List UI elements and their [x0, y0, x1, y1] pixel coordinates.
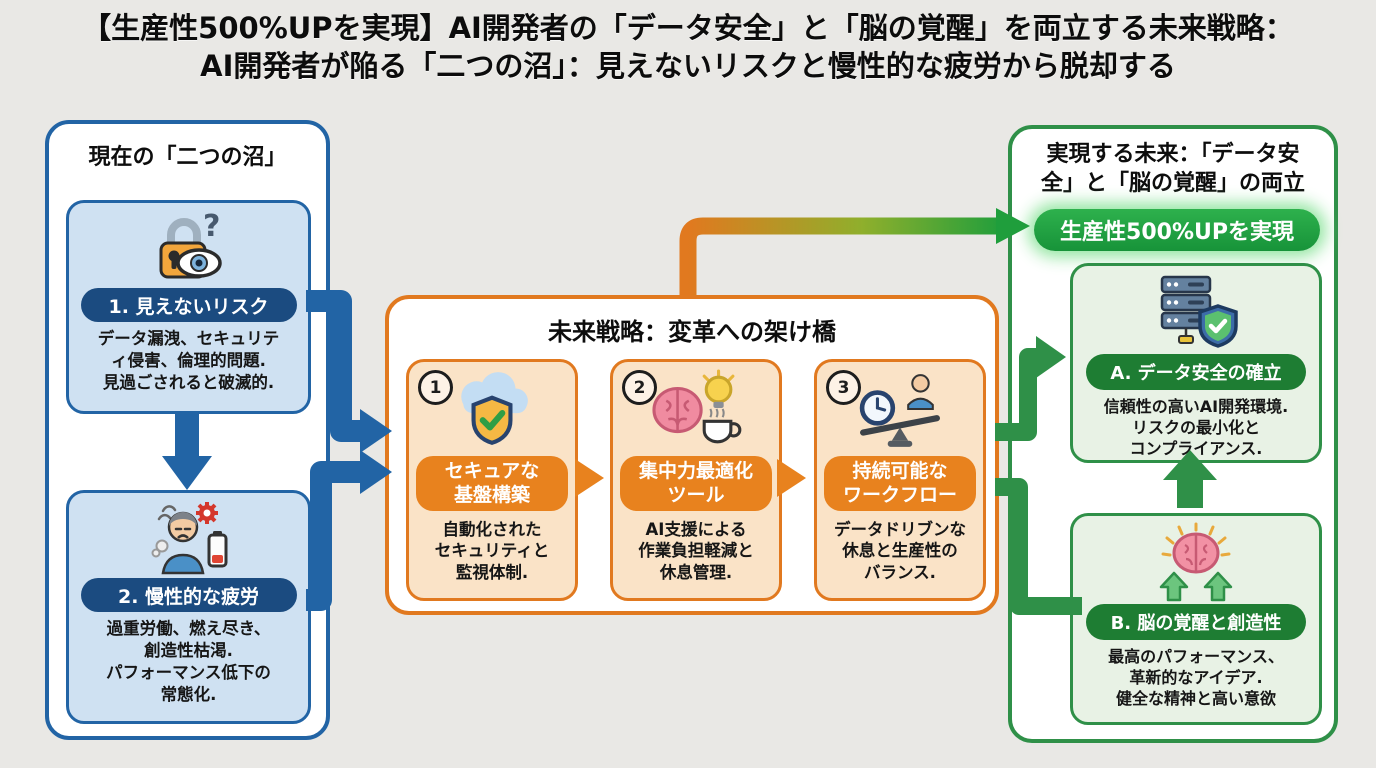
step3-description: データドリブンな 休息と生産性の バランス.: [817, 519, 983, 583]
step2-label-line: ツール: [667, 483, 725, 506]
risk-desc-line: ィ侵害、倫理的問題.: [111, 350, 266, 370]
data-safety-label-pill: A. データ安全の確立: [1086, 354, 1306, 390]
invisible-risk-card: ? 1. 見えないリスク データ漏洩、セキュリテ ィ侵害、倫理的問題. 見過ごさ…: [66, 200, 311, 414]
step3-label-line: ワークフロー: [842, 483, 957, 506]
chronic-fatigue-icon-slot: [69, 493, 308, 578]
realized-future-heading-line: 実現する未来：「データ安: [1046, 142, 1300, 167]
step1-desc-line: 監視体制.: [455, 562, 529, 582]
step-sustainable-workflow: 3 持続可能な ワークフロー データドリブン: [814, 359, 986, 601]
step3-desc-line: データドリブンな: [834, 520, 966, 539]
step2-desc-line: 休息管理.: [659, 562, 733, 582]
data-safety-description: 信頼性の高いAI開発環境. リスクの最小化と コンプライアンス.: [1073, 396, 1319, 459]
brain-awakening-card: B. 脳の覚醒と創造性 最高のパフォーマンス、 革新的なアイデア. 健全な精神と…: [1070, 513, 1322, 725]
data-safety-desc-line: リスクの最小化と: [1131, 418, 1260, 438]
question-glyph: ?: [203, 209, 220, 244]
realized-future-panel: 実現する未来：「データ安 全」と「脳の覚醒」の両立 生産性500%UPを実現: [1008, 125, 1338, 743]
risk-label-pill: 1. 見えないリスク: [80, 288, 297, 322]
data-safety-desc-line: コンプライアンス.: [1129, 439, 1263, 459]
cloud-shield-check-icon: [461, 372, 528, 445]
step1-label-line: セキュアな: [444, 460, 540, 483]
brain-awakening-icon-slot: [1073, 516, 1319, 604]
fatigue-desc-line: 過重労働、燃え尽き、: [106, 619, 271, 638]
productivity-500-pill: 生産性500%UPを実現: [1034, 209, 1320, 251]
invisible-risk-icon-slot: ?: [69, 203, 308, 288]
future-strategy-heading: 未来戦略：変革への架け橋: [548, 318, 836, 346]
step2-desc-line: AI支援による: [645, 520, 747, 539]
data-safety-icon-slot: [1073, 266, 1319, 354]
step2-icon-slot: [613, 362, 779, 454]
risk-description: データ漏洩、セキュリテ ィ侵害、倫理的問題. 見過ごされると破滅的.: [69, 328, 308, 394]
step-number-badge: 2: [622, 370, 657, 405]
step1-label-line: 基盤構築: [453, 483, 530, 506]
step3-desc-line: バランス.: [864, 562, 936, 582]
data-safety-card: A. データ安全の確立 信頼性の高いAI開発環境. リスクの最小化と コンプライ…: [1070, 263, 1322, 463]
current-swamps-panel: 現在の「二つの沼」 ? 1. 見えないリスク データ漏洩、セキュリテ ィ侵害、倫…: [45, 120, 330, 740]
step-focus-tools: 2 集中力最適化 ツール: [610, 359, 782, 601]
burnout-person-icon: [151, 502, 227, 575]
step-number-badge: 3: [826, 370, 861, 405]
risk-desc-line: 見過ごされると破滅的.: [102, 372, 275, 392]
step3-desc-line: 休息と生産性の: [842, 541, 958, 561]
brain-awakening-desc-line: 最高のパフォーマンス、: [1108, 647, 1284, 666]
page-title: 【生産性500%UPを実現】AI開発者の「データ安全」と「脳の覚醒」を両立する未…: [0, 10, 1376, 85]
step-secure-foundation: 1 セキュアな 基盤構築 自動化された セキュリティと 監視体制.: [406, 359, 578, 601]
brain-awakening-desc-line: 健全な精神と高い意欲: [1115, 689, 1276, 709]
future-strategy-panel: 未来戦略：変革への架け橋 1 セキュアな 基盤構築 自動化された: [385, 295, 999, 615]
fatigue-label-pill: 2. 慢性的な疲労: [80, 578, 297, 612]
step-number-badge: 1: [418, 370, 453, 405]
title-line-1: 【生産性500%UPを実現】AI開発者の「データ安全」と「脳の覚醒」を両立する未…: [82, 11, 1294, 45]
step2-label-pill: 集中力最適化 ツール: [620, 456, 772, 511]
arrow-strategy-to-productivity: [679, 208, 1030, 296]
risk-desc-line: データ漏洩、セキュリテ: [97, 329, 280, 348]
time-balance-icon: [859, 374, 940, 447]
fatigue-desc-line: 常態化.: [160, 684, 217, 704]
fatigue-desc-line: パフォーマンス低下の: [106, 662, 271, 682]
awakened-brain-icon: [1159, 522, 1233, 602]
step1-label-pill: セキュアな 基盤構築: [416, 456, 568, 511]
brain-idea-coffee-icon: [652, 369, 742, 444]
step1-desc-line: セキュリティと: [434, 541, 550, 561]
realized-future-heading-line: 全」と「脳の覚醒」の両立: [1040, 171, 1305, 197]
step2-label-line: 集中力最適化: [638, 460, 753, 483]
step1-icon-slot: [409, 362, 575, 454]
step2-desc-line: 作業負担軽減と: [638, 541, 754, 561]
step3-icon-slot: [817, 362, 983, 454]
step1-desc-line: 自動化された: [442, 520, 542, 539]
step3-label-pill: 持続可能な ワークフロー: [824, 456, 976, 511]
fatigue-desc-line: 創造性枯渇.: [144, 640, 233, 660]
server-shield-check-icon: [1160, 275, 1238, 348]
fatigue-description: 過重労働、燃え尽き、 創造性枯渇. パフォーマンス低下の 常態化.: [69, 618, 308, 706]
step3-label-line: 持続可能な: [852, 460, 948, 483]
current-swamps-heading: 現在の「二つの沼」: [88, 145, 287, 170]
realized-future-heading: 実現する未来：「データ安 全」と「脳の覚醒」の両立: [1012, 140, 1334, 198]
lock-eye-question-icon: ?: [159, 209, 222, 279]
step2-description: AI支援による 作業負担軽減と 休息管理.: [613, 519, 779, 583]
data-safety-desc-line: 信頼性の高いAI開発環境.: [1103, 397, 1289, 416]
brain-awakening-desc-line: 革新的なアイデア.: [1129, 668, 1263, 688]
title-line-2: AI開発者が陥る「二つの沼」：見えないリスクと慢性的な疲労から脱却する: [200, 48, 1176, 83]
brain-awakening-label-pill: B. 脳の覚醒と創造性: [1086, 604, 1306, 640]
chronic-fatigue-card: 2. 慢性的な疲労 過重労働、燃え尽き、 創造性枯渇. パフォーマンス低下の 常…: [66, 490, 311, 724]
step1-description: 自動化された セキュリティと 監視体制.: [409, 519, 575, 583]
brain-awakening-description: 最高のパフォーマンス、 革新的なアイデア. 健全な精神と高い意欲: [1073, 646, 1319, 709]
